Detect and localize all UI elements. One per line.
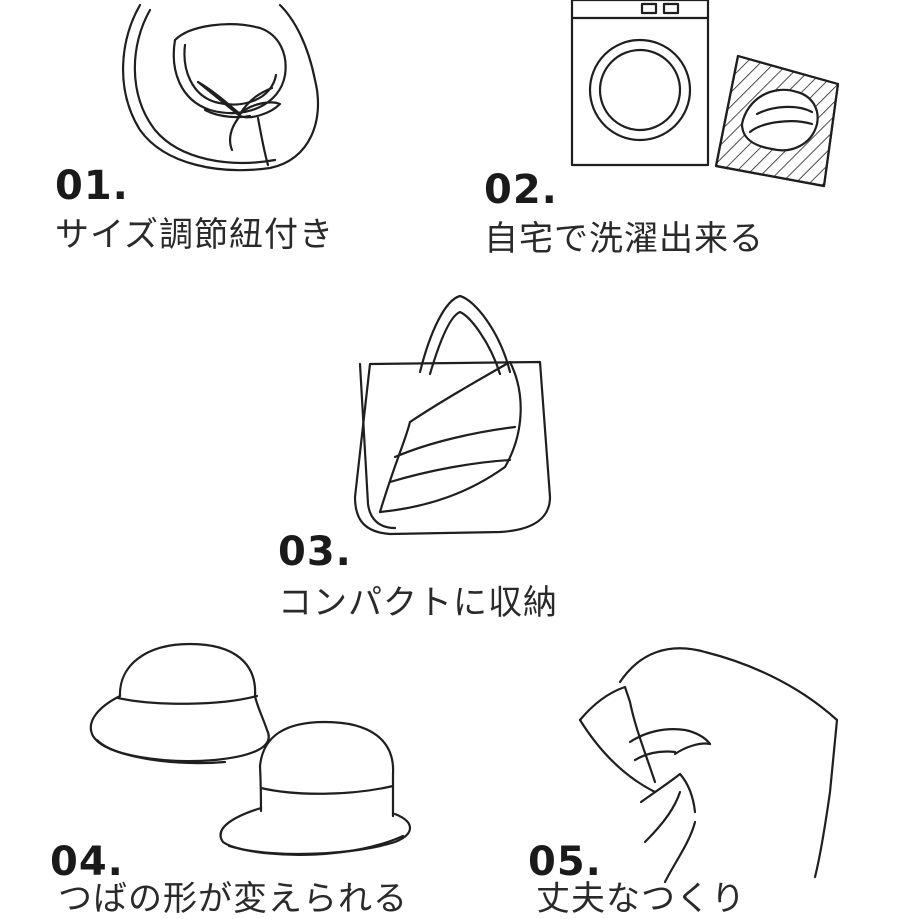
feature-number: 02. — [484, 167, 558, 213]
washing-machine-icon — [570, 0, 710, 170]
feature-caption: コンパクトに収納 — [278, 583, 558, 623]
feature-number: 03. — [278, 529, 352, 575]
two-hats-icon — [85, 636, 425, 856]
tote-bag-icon — [350, 292, 560, 542]
feature-caption: サイズ調節紐付き — [55, 215, 334, 255]
feature-caption: 丈夫なつくり — [536, 879, 746, 919]
feature-number: 01. — [55, 163, 129, 209]
hand-holding-fabric-icon — [575, 642, 845, 884]
feature-caption: つばの形が変えられる — [58, 879, 408, 919]
feature-caption: 自宅で洗濯出来る — [484, 219, 764, 259]
feature-number: 04. — [50, 839, 124, 885]
hat-with-drawstring-icon — [110, 0, 330, 180]
feature-number: 05. — [528, 839, 602, 885]
laundry-net-icon — [712, 54, 842, 189]
